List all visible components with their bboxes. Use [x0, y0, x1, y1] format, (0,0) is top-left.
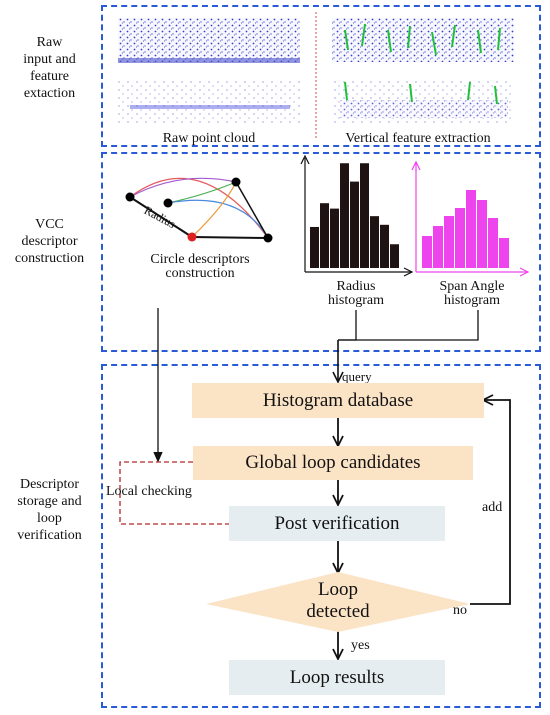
raw-cloud-top-image — [118, 18, 300, 62]
radius-histogram-bar-1 — [310, 226, 319, 268]
span-histogram-bar-2 — [433, 226, 443, 268]
radius-histogram-bar-2 — [320, 203, 329, 268]
span-histogram-bar-5 — [466, 190, 476, 268]
section-label-vcc: VCC descriptor construction — [14, 217, 85, 266]
raw-point-cloud-caption: Raw point cloud — [162, 131, 256, 146]
vertical-feature-top-image — [332, 18, 514, 62]
radius-histogram-bar-7 — [370, 216, 379, 268]
raw-input-panel — [101, 5, 541, 147]
loop-detected-label: Loop detected — [306, 579, 370, 622]
query-label: query — [342, 369, 372, 384]
radius-histogram-axes — [300, 154, 414, 277]
histogram-database-box: Histogram database — [192, 383, 484, 418]
radius-histogram-bars — [310, 163, 399, 268]
no-label: no — [453, 603, 467, 618]
loop-results-box: Loop results — [229, 660, 445, 695]
global-loop-candidates-box: Global loop candidates — [193, 446, 473, 480]
radius-histogram-bar-8 — [380, 224, 389, 268]
span-hist-connector — [338, 310, 479, 341]
vcc-panel — [101, 152, 541, 352]
radius-histogram-bar-3 — [330, 208, 339, 268]
section-label-raw: Raw input and feature extaction — [23, 35, 76, 101]
section-label-storage: Descriptor storage and loop verification — [17, 477, 82, 543]
span-histogram-axes — [411, 160, 530, 277]
span-histogram-bar-6 — [477, 200, 487, 268]
span-histogram-bar-4 — [455, 208, 465, 268]
radius-histogram-caption: Radius histogram — [328, 279, 384, 308]
radius-hist-connector — [338, 310, 357, 341]
circle-descriptor-caption: Circle descriptors construction — [150, 252, 250, 281]
span-histogram-caption: Span Angle histogram — [439, 279, 505, 308]
radius-histogram-bar-6 — [360, 163, 369, 268]
yes-label: yes — [351, 638, 370, 653]
circle-descriptor-drawing — [125, 177, 273, 243]
local-checking-line — [119, 461, 229, 525]
span-histogram-bars — [422, 190, 509, 268]
add-loop-line — [470, 399, 511, 605]
span-histogram-bar-3 — [444, 216, 454, 268]
add-label: add — [482, 500, 503, 515]
span-histogram-bar-7 — [488, 218, 498, 268]
loop-detected-diamond — [206, 572, 470, 632]
storage-panel — [101, 364, 541, 708]
raw-cloud-bottom-image — [118, 80, 300, 124]
vertical-feature-caption: Vertical feature extraction — [345, 131, 491, 146]
span-histogram-bar-8 — [499, 238, 509, 268]
local-checking-label: Local checking — [106, 484, 192, 499]
radius-histogram-bar-9 — [390, 244, 399, 268]
post-verification-box: Post verification — [229, 506, 445, 541]
radius-histogram-bar-4 — [340, 163, 349, 268]
radius-histogram-bar-5 — [350, 181, 359, 268]
span-histogram-bar-1 — [422, 236, 432, 268]
